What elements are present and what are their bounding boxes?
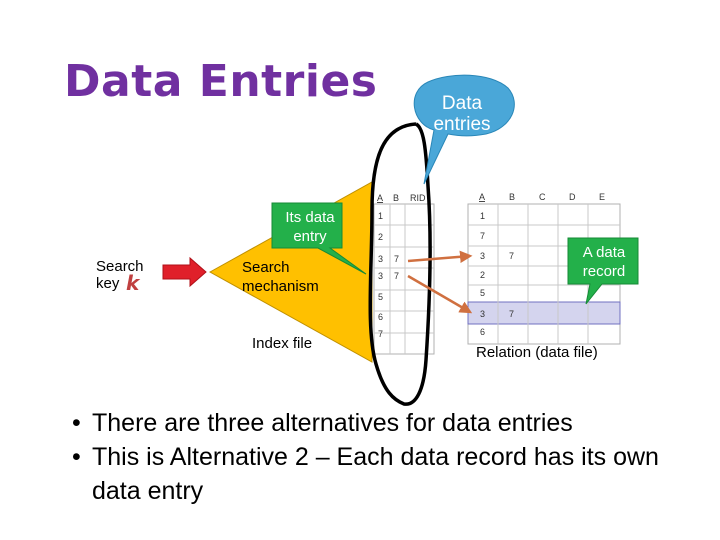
search-mechanism-label-line1: Search bbox=[242, 259, 290, 276]
relation-cell: 7 bbox=[480, 231, 485, 241]
bullet-item: •There are three alternatives for data e… bbox=[72, 409, 573, 437]
index-loop bbox=[368, 122, 432, 406]
search-key-label-line1: Search bbox=[96, 258, 144, 275]
index-cell: 7 bbox=[378, 329, 383, 339]
pointer-arrow bbox=[407, 274, 473, 314]
index-header-b: B bbox=[393, 193, 399, 203]
relation-header-d: D bbox=[569, 192, 576, 202]
relation-header-c: C bbox=[539, 192, 546, 202]
index-cell: 6 bbox=[378, 312, 383, 322]
its-data-entry-callout-line2: entry bbox=[293, 228, 327, 245]
search-key-arrow bbox=[162, 256, 207, 288]
relation-table: A B C D E 1 7 3 7 2 5 3 7 6 bbox=[467, 192, 621, 345]
relation-cell: 2 bbox=[480, 270, 485, 280]
index-table: A B RID 1 2 3 7 3 7 5 6 7 bbox=[373, 193, 435, 355]
its-data-entry-callout-line1: Its data bbox=[285, 209, 335, 226]
relation-cell: 6 bbox=[480, 327, 485, 337]
data-entries-callout-line1: Data bbox=[442, 93, 483, 114]
data-entries-callout-line2: entries bbox=[433, 114, 490, 135]
relation-cell: 7 bbox=[509, 251, 514, 261]
index-file-label: Index file bbox=[252, 335, 312, 352]
index-cell: 7 bbox=[394, 254, 399, 264]
index-header-a: A bbox=[377, 193, 383, 203]
pointer-arrow bbox=[407, 250, 473, 264]
search-key-symbol: k bbox=[126, 271, 141, 295]
index-header-rid: RID bbox=[410, 193, 426, 203]
data-entries-callout bbox=[413, 74, 515, 185]
page-title: Data Entries bbox=[64, 56, 378, 107]
relation-header-b: B bbox=[509, 192, 515, 202]
its-data-entry-callout bbox=[271, 202, 367, 275]
a-data-record-callout-line1: A data bbox=[583, 244, 626, 261]
a-data-record-callout-line2: record bbox=[583, 263, 626, 280]
relation-cell: 3 bbox=[480, 309, 485, 319]
bullet-list: •There are three alternatives for data e… bbox=[72, 406, 692, 508]
index-cell: 5 bbox=[378, 292, 383, 302]
search-mechanism-label-line2: mechanism bbox=[242, 278, 319, 295]
relation-header-a: A bbox=[479, 192, 485, 202]
relation-cell: 3 bbox=[480, 251, 485, 261]
relation-cell: 5 bbox=[480, 288, 485, 298]
index-cell: 7 bbox=[394, 271, 399, 281]
relation-header-e: E bbox=[599, 192, 605, 202]
a-data-record-callout bbox=[567, 237, 639, 305]
relation-cell: 7 bbox=[509, 309, 514, 319]
index-cell: 2 bbox=[378, 232, 383, 242]
relation-cell: 1 bbox=[480, 211, 485, 221]
index-cell: 1 bbox=[378, 211, 383, 221]
index-cell: 3 bbox=[378, 271, 383, 281]
index-cell: 3 bbox=[378, 254, 383, 264]
relation-caption: Relation (data file) bbox=[476, 344, 598, 361]
search-key-label-line2: key bbox=[96, 275, 120, 292]
bullet-item: •This is Alternative 2 – Each data recor… bbox=[72, 443, 659, 505]
